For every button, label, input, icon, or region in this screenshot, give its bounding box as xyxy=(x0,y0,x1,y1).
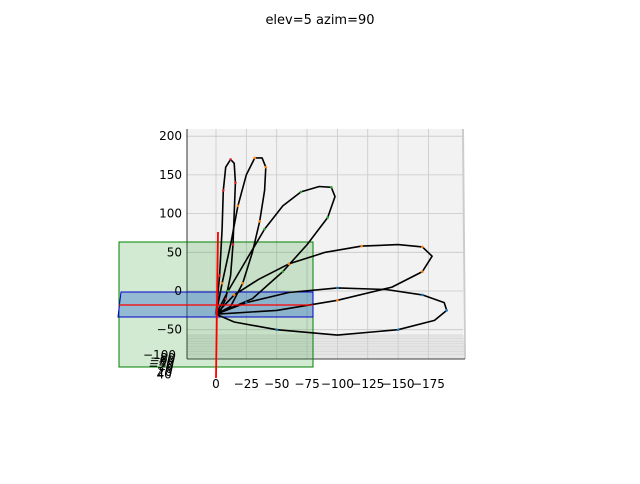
petal-point xyxy=(275,328,279,332)
petal-point xyxy=(234,181,237,184)
y-tick-label: −60 xyxy=(149,354,174,368)
z-tick-label: −50 xyxy=(157,323,182,337)
tick-labels: 0−25−50−75−100−125−150−175−5005010015020… xyxy=(143,129,445,391)
petal-point xyxy=(336,298,339,302)
z-tick-label: 100 xyxy=(159,207,182,221)
side-pane-edge xyxy=(462,128,466,360)
petal-point xyxy=(326,216,329,219)
z-tick-label: 50 xyxy=(167,245,182,259)
petal-point xyxy=(263,227,266,231)
y-tick-label: −40 xyxy=(149,356,174,370)
y-tick-label: −100 xyxy=(143,348,176,362)
z-tick-label: 150 xyxy=(159,168,182,182)
petal-point xyxy=(220,281,224,285)
petal-point xyxy=(330,185,333,189)
z-tick-label: 200 xyxy=(159,129,182,143)
y-tick-label: 20 xyxy=(157,365,172,379)
petal-point xyxy=(258,220,262,223)
z-tick-label: 0 xyxy=(174,284,182,298)
petal-point xyxy=(264,165,268,169)
petal-point xyxy=(299,190,303,194)
chart-title: elev=5 azim=90 xyxy=(265,13,375,28)
x-tick-label: −175 xyxy=(412,377,445,391)
petal-point xyxy=(281,270,285,273)
x-tick-label: −125 xyxy=(351,377,384,391)
petal-point xyxy=(229,158,232,161)
petal-point xyxy=(421,293,424,297)
x-tick-label: −50 xyxy=(264,377,289,391)
x-tick-label: 0 xyxy=(212,377,220,391)
petal-line-5 xyxy=(215,287,448,336)
petal-point xyxy=(231,243,235,246)
petal-point xyxy=(421,270,424,273)
x-tick-label: −100 xyxy=(321,377,354,391)
petal-point xyxy=(221,189,225,192)
petal-point xyxy=(396,328,400,332)
y-tick-label: 0 xyxy=(165,362,173,376)
petal-point xyxy=(253,156,257,160)
x-tick-label: −150 xyxy=(382,377,415,391)
petal-point xyxy=(218,274,221,277)
petal-point xyxy=(421,245,424,249)
petal-line-2 xyxy=(215,157,267,315)
petal-point xyxy=(236,204,240,208)
petal-point xyxy=(445,309,448,312)
y-tick-label: −20 xyxy=(148,359,173,373)
x-tick-label: −75 xyxy=(294,377,319,391)
gridlines xyxy=(186,129,465,360)
axis-lines xyxy=(119,231,313,379)
petal-line-3 xyxy=(215,185,336,315)
petal-point xyxy=(226,289,230,293)
x-tick-label: −25 xyxy=(234,377,259,391)
y-tick-label: −80 xyxy=(150,351,175,365)
petal-point xyxy=(245,301,248,304)
y-tick-label: 40 xyxy=(157,368,172,382)
petal-point xyxy=(241,281,245,285)
petal-point xyxy=(360,244,363,248)
petal-point xyxy=(336,286,339,290)
petal-point xyxy=(232,293,236,297)
red-vertical-line xyxy=(215,231,219,379)
petal-point xyxy=(287,262,291,266)
petal-line-4 xyxy=(215,243,433,315)
